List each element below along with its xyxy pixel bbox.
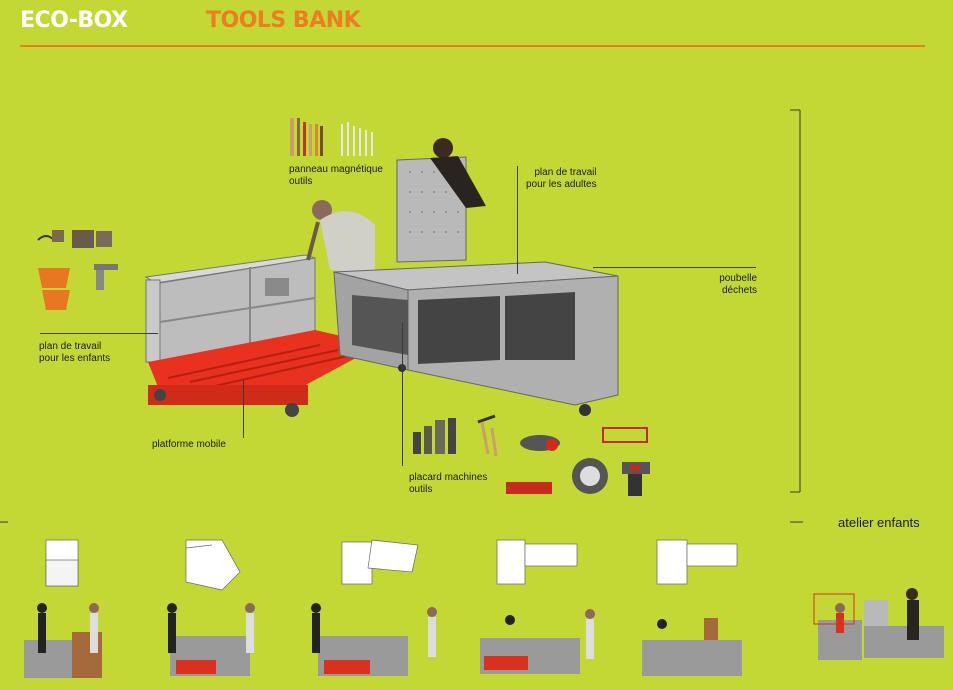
config-2 xyxy=(167,603,255,676)
label-placard: placard machines outils xyxy=(409,472,488,495)
config-atelier xyxy=(813,588,944,660)
plan-5 xyxy=(656,539,738,585)
leader-platforme xyxy=(243,380,244,438)
config-4 xyxy=(480,609,595,674)
plan-2 xyxy=(185,539,241,591)
label-enfants: plan de travail pour les enfants xyxy=(39,341,111,364)
label-platforme: platforme mobile xyxy=(152,439,226,450)
leader-adultes xyxy=(517,166,518,274)
config-photos xyxy=(24,588,944,678)
leader-poubelle xyxy=(593,267,756,268)
config-5 xyxy=(642,618,742,676)
plan-diagrams xyxy=(45,539,738,591)
brand-title: ECO-BOX xyxy=(20,8,128,33)
leader-placard xyxy=(402,323,403,466)
mobile-pallet xyxy=(148,330,380,417)
plan-1 xyxy=(45,539,79,587)
section-title: TOOLS BANK xyxy=(206,8,361,33)
leader-enfants xyxy=(40,333,158,334)
label-panneau: panneau magnétique outils xyxy=(289,164,383,187)
power-tools-icon xyxy=(413,414,650,496)
workshop-tools-icon xyxy=(37,230,118,310)
plan-3 xyxy=(341,539,419,585)
right-bracket xyxy=(0,109,803,523)
header-rule xyxy=(20,45,925,47)
hand-tools-icon xyxy=(290,118,373,156)
label-atelier: atelier enfants xyxy=(838,515,920,530)
config-1 xyxy=(24,603,102,678)
plan-4 xyxy=(496,539,578,585)
person-left xyxy=(306,200,375,275)
label-poubelle: poubelle déchets xyxy=(719,273,757,296)
magnetic-panel xyxy=(396,138,486,263)
adult-workbench xyxy=(333,261,619,416)
label-adultes: plan de travail pour les adultes xyxy=(526,167,597,190)
config-3 xyxy=(311,603,437,676)
